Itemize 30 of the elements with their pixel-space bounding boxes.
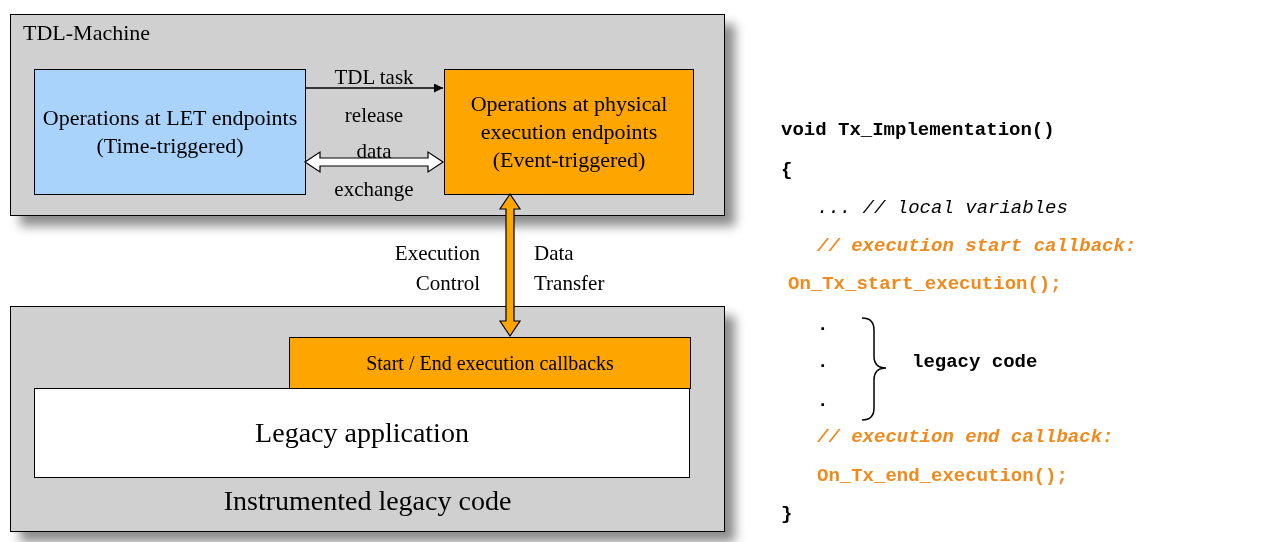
code-line: On_Tx_start_execution(); — [788, 273, 1062, 295]
box-text: Operations at physical execution endpoints (Event-triggered) — [469, 90, 669, 174]
edge-label: data exchange — [333, 138, 415, 203]
code-line: void Tx_Implementation() — [781, 119, 1055, 141]
code-comment: // execution end callback: — [817, 426, 1114, 448]
box-text: Legacy application — [254, 416, 470, 450]
code-line: On_Tx_end_execution(); — [817, 465, 1068, 487]
application-box — [34, 388, 690, 478]
code-comment: // execution start callback: — [817, 235, 1137, 257]
code-line: { — [781, 159, 793, 181]
arrow — [304, 83, 444, 93]
process-box — [444, 69, 694, 195]
code-note: legacy code — [912, 351, 1038, 373]
code-line: . — [817, 390, 829, 412]
code-comment: ... // local variables — [817, 197, 1068, 219]
panel-title: Instrumented legacy code — [222, 485, 513, 517]
code-line: . — [817, 351, 829, 373]
code-line: } — [781, 503, 793, 525]
code-line: . — [817, 314, 829, 336]
box-text: Start / End execution callbacks — [365, 351, 615, 376]
box-text: Operations at LET endpoints (Time-triggered) — [41, 104, 299, 160]
arrow-annotation: Data Transfer — [534, 240, 606, 297]
legacy-panel — [10, 306, 725, 532]
arrow — [303, 150, 445, 174]
process-box — [34, 69, 306, 195]
panel-title: TDL-Machine — [23, 19, 151, 47]
arrow-annotation: Execution Control — [393, 240, 480, 297]
machine-panel — [10, 14, 725, 216]
arrow — [498, 192, 522, 338]
callback-box — [289, 337, 691, 389]
